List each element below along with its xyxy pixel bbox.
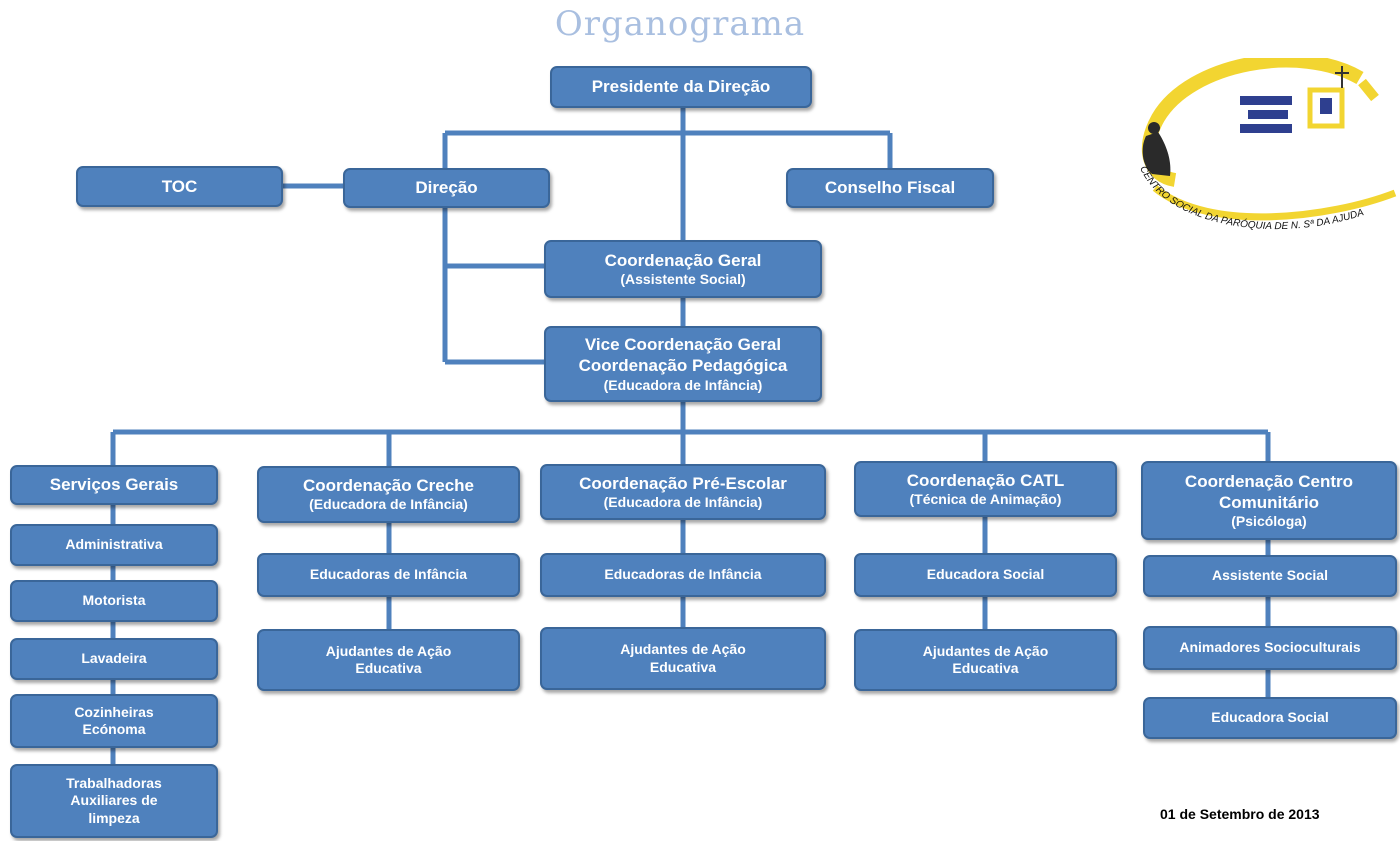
centro-educadora-social-box: Educadora Social: [1143, 697, 1397, 739]
motorista-box: Motorista: [10, 580, 218, 622]
coordenacao-creche-label: Coordenação Creche: [303, 476, 474, 496]
conselho-fiscal-box: Conselho Fiscal: [786, 168, 994, 208]
coordenacao-geral-label: Coordenação Geral: [604, 250, 762, 270]
trabalhadoras-box: Trabalhadoras Auxiliares de limpeza: [10, 764, 218, 838]
catl-educadora-social-box: Educadora Social: [854, 553, 1117, 597]
lavadeira-box: Lavadeira: [10, 638, 218, 680]
catl-ajudantes-label: Ajudantes de Ação Educativa: [922, 642, 1049, 677]
coordenacao-geral-box: Coordenação Geral (Assistente Social): [544, 240, 822, 298]
servicos-gerais-box: Serviços Gerais: [10, 465, 218, 505]
direcao-label: Direção: [415, 178, 478, 198]
pre-escolar-ajudantes-label: Ajudantes de Ação Educativa: [620, 641, 746, 675]
coordenacao-catl-sub: (Técnica de Animação): [909, 490, 1062, 507]
pre-escolar-educadoras-label: Educadoras de Infância: [604, 566, 762, 583]
cozinheiras-label: Cozinheiras Ecónoma: [74, 703, 154, 738]
centro-educadora-social-label: Educadora Social: [1211, 709, 1329, 726]
pre-escolar-educadoras-box: Educadoras de Infância: [540, 553, 826, 597]
coordenacao-pre-escolar-sub: (Educadora de Infância): [603, 493, 763, 510]
vice-coordenacao-sub: (Educadora de Infância): [603, 376, 763, 393]
centro-assistente-social-label: Assistente Social: [1212, 567, 1328, 584]
administrativa-box: Administrativa: [10, 524, 218, 566]
centro-assistente-social-box: Assistente Social: [1143, 555, 1397, 597]
coordenacao-pre-escolar-label: Coordenação Pré-Escolar: [579, 473, 787, 493]
chart-title: Organograma: [554, 4, 806, 44]
coordenacao-centro-box: Coordenação Centro Comunitário (Psicólog…: [1141, 461, 1397, 540]
coordenacao-pre-escolar-box: Coordenação Pré-Escolar (Educadora de In…: [540, 464, 826, 520]
coordenacao-pedagogica-label: Coordenação Pedagógica: [578, 356, 788, 376]
coordenacao-centro-sub: (Psicóloga): [1231, 513, 1307, 529]
creche-ajudantes-label: Ajudantes de Ação Educativa: [325, 642, 452, 677]
lavadeira-label: Lavadeira: [81, 650, 147, 667]
animadores-box: Animadores Socioculturais: [1143, 626, 1397, 670]
direcao-box: Direção: [343, 168, 550, 208]
trabalhadoras-label: Trabalhadoras Auxiliares de limpeza: [66, 774, 162, 826]
creche-educadoras-box: Educadoras de Infância: [257, 553, 520, 597]
coordenacao-geral-sub: (Assistente Social): [620, 270, 746, 287]
toc-label: TOC: [161, 176, 198, 196]
coordenacao-creche-sub: (Educadora de Infância): [309, 496, 468, 513]
coordenacao-catl-label: Coordenação CATL: [906, 470, 1065, 490]
cozinheiras-box: Cozinheiras Ecónoma: [10, 694, 218, 748]
vice-coordenacao-label: Vice Coordenação Geral: [584, 335, 782, 354]
coordenacao-catl-box: Coordenação CATL (Técnica de Animação): [854, 461, 1117, 517]
motorista-label: Motorista: [82, 592, 146, 609]
coordenacao-creche-box: Coordenação Creche (Educadora de Infânci…: [257, 466, 520, 523]
administrativa-label: Administrativa: [65, 536, 163, 553]
parish-logo: CENTRO SOCIAL DA PARÓQUIA DE N. Sª DA AJ…: [1137, 58, 1397, 232]
vice-coordenacao-box: Vice Coordenação Geral Coordenação Pedag…: [544, 326, 822, 402]
presidente-label: Presidente da Direção: [591, 77, 771, 97]
creche-ajudantes-box: Ajudantes de Ação Educativa: [257, 629, 520, 691]
animadores-label: Animadores Socioculturais: [1179, 639, 1361, 656]
toc-box: TOC: [76, 166, 283, 207]
coordenacao-centro-label-2: Comunitário: [1218, 492, 1320, 512]
catl-ajudantes-box: Ajudantes de Ação Educativa: [854, 629, 1117, 691]
date-label: 01 de Setembro de 2013: [1160, 806, 1320, 822]
coordenacao-centro-label: Coordenação Centro: [1184, 471, 1354, 491]
catl-educadora-social-label: Educadora Social: [926, 566, 1045, 583]
servicos-gerais-label: Serviços Gerais: [49, 475, 179, 495]
pre-escolar-ajudantes-box: Ajudantes de Ação Educativa: [540, 627, 826, 690]
conselho-fiscal-label: Conselho Fiscal: [824, 178, 956, 198]
presidente-box: Presidente da Direção: [550, 66, 812, 108]
creche-educadoras-label: Educadoras de Infância: [309, 566, 468, 583]
